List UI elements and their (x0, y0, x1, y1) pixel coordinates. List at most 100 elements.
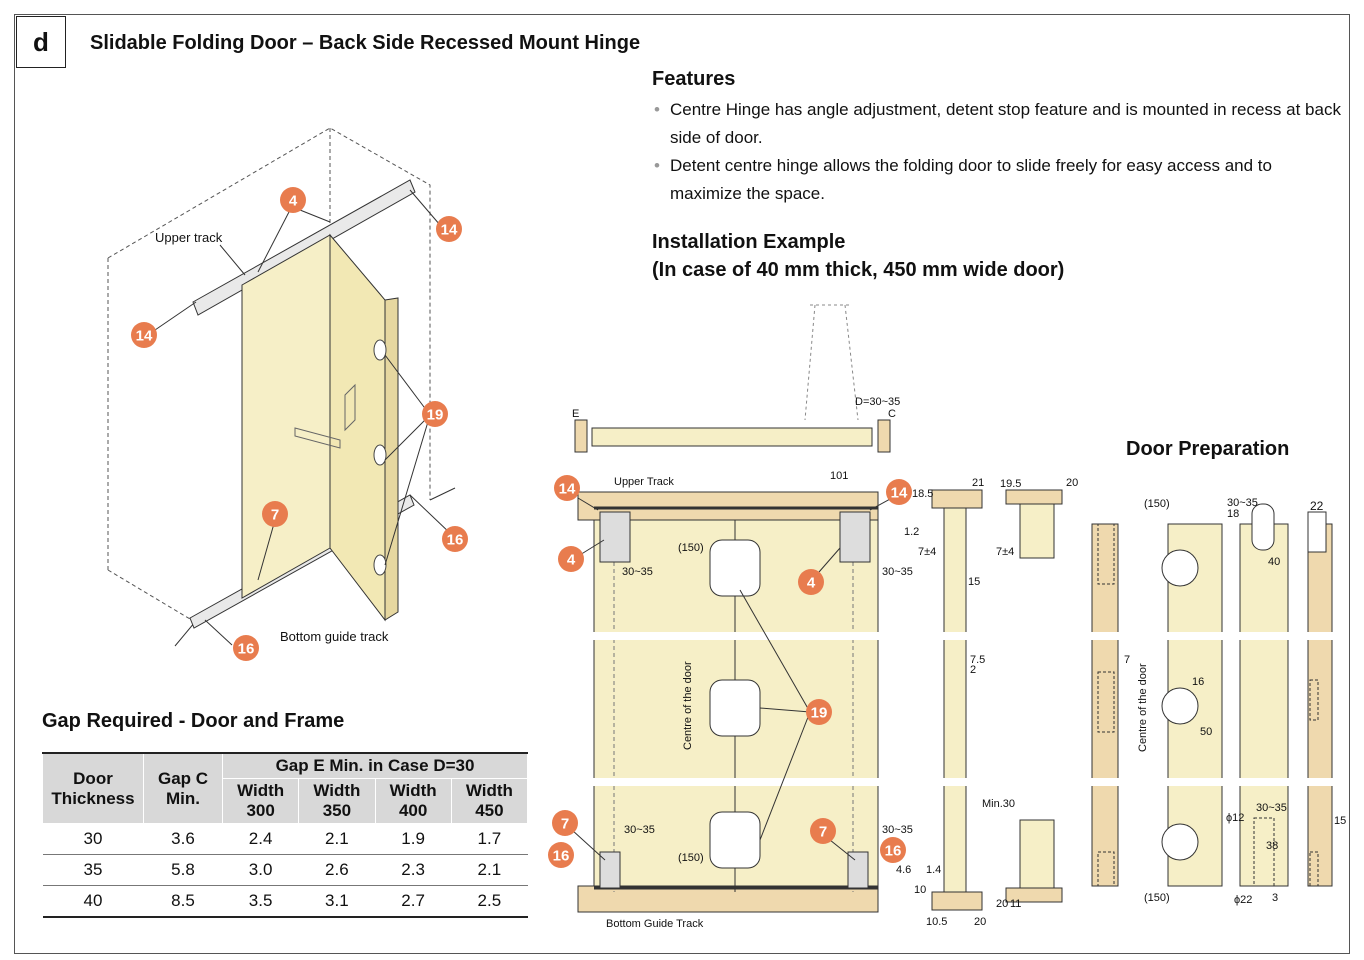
prep-dim-150: (150) (1144, 892, 1170, 904)
dim-d-range: D=30~35 (855, 396, 901, 408)
dim-21: 21 (972, 477, 985, 489)
prep-dim-40: 40 (1268, 556, 1281, 568)
table-cell: 2.4 (222, 823, 299, 855)
features-heading: Features (652, 68, 736, 90)
dim-101: 101 (830, 470, 849, 482)
dim-min30: Min.30 (982, 798, 1016, 810)
floor-line (429, 487, 456, 501)
dim-20: 20 (1066, 477, 1079, 489)
table-row: 30 3.6 2.4 2.1 1.9 1.7 (42, 823, 528, 855)
table-cell: 1.9 (375, 823, 452, 855)
break-gap (1090, 632, 1338, 640)
prep-slot (1307, 511, 1327, 553)
bottom-guide-track-label: Bottom Guide Track (606, 918, 704, 930)
prep-dim-38: 38 (1266, 840, 1279, 852)
col-group-gap-e: Gap E Min. in Case D=30 (222, 752, 528, 779)
handle-mark (344, 383, 356, 432)
table-cell: 1.7 (451, 823, 528, 855)
col-width: Width 400 (374, 778, 452, 824)
dim-30-35: 30~35 (624, 824, 655, 836)
table-cell: 2.1 (451, 854, 528, 886)
page-title: Slidable Folding Door – Back Side Recess… (90, 32, 641, 54)
prep-centre-label: Centre of the door (1137, 663, 1149, 752)
prep-dim-phi22: ϕ22 (1234, 894, 1253, 906)
dim-10: 10 (914, 884, 927, 896)
dim-11: 11 (1010, 898, 1022, 910)
prep-slot (1251, 503, 1275, 551)
table-cell: 2.1 (298, 823, 375, 855)
handle-mark (294, 427, 341, 449)
top-view-door (591, 427, 873, 447)
pivot-hardware (599, 511, 871, 889)
detail-section (1019, 499, 1055, 559)
door-panel-left (241, 234, 331, 599)
prep-dim-30-35: 30~35 (1227, 497, 1258, 509)
installation-heading-line1: Installation Example (652, 231, 846, 253)
floor-line (174, 621, 196, 647)
frame-post (574, 419, 588, 453)
dim-150: (150) (678, 852, 704, 864)
installation-drawing (571, 304, 1063, 913)
bullet-icon: • (654, 156, 660, 175)
hinge-marks (373, 339, 387, 576)
dim-15: 15 (968, 576, 981, 588)
dim-c: C (888, 408, 896, 420)
top-view-door-open (804, 304, 859, 421)
break-gap (575, 632, 885, 640)
break-gap (1090, 778, 1338, 786)
table-row: 40 8.5 3.5 3.1 2.7 2.5 (42, 885, 528, 918)
dim-1-4: 1.4 (926, 864, 942, 876)
prep-recesses (1097, 523, 1319, 887)
feature-item: • Detent centre hinge allows the folding… (652, 152, 1342, 208)
dim-18-5: 18.5 (912, 488, 934, 500)
centre-hinges (709, 539, 761, 869)
dim-30-35: 30~35 (882, 824, 913, 836)
col-width: Width 450 (450, 778, 529, 824)
prep-dim-18: 18 (1227, 508, 1240, 520)
dim-7pm4: 7±4 (918, 546, 937, 558)
table-cell: 2.5 (451, 885, 528, 918)
break-gap (930, 778, 990, 786)
section-letter: d (16, 16, 66, 68)
break-gap (930, 632, 990, 640)
dim-4-6: 4.6 (896, 864, 912, 876)
page-frame (14, 14, 1350, 954)
table-cell: 35 (42, 854, 144, 886)
dim-20: 20 (974, 916, 987, 928)
dim-10-5: 10.5 (926, 916, 948, 928)
dim-1-2: 1.2 (904, 526, 920, 538)
dim-30-35: 30~35 (882, 566, 913, 578)
prep-pin-bore (1253, 817, 1275, 887)
installation-heading: Installation Example (In case of 40 mm t… (652, 228, 1064, 284)
prep-dim-3: 3 (1272, 892, 1279, 904)
frame-bottom (577, 885, 879, 913)
installation-heading-line2: (In case of 40 mm thick, 450 mm wide doo… (652, 259, 1065, 281)
feature-text: Centre Hinge has angle adjustment, deten… (670, 100, 1341, 147)
upper-track-label: Upper Track (614, 476, 674, 488)
col-gap-c: Gap C Min. (143, 752, 223, 824)
col-width: Width 300 (221, 778, 300, 824)
prep-dim-22: 22 (1310, 499, 1324, 513)
prep-dim-15: 15 (1334, 815, 1347, 827)
table-cell: 8.5 (143, 885, 223, 918)
prep-dim-7: 7 (1124, 654, 1131, 666)
door-preparation-drawing (1090, 503, 1338, 887)
dim-e: E (572, 408, 580, 420)
door-preparation-heading: Door Preparation (1126, 438, 1290, 460)
col-door-thickness: Door Thickness (42, 752, 144, 824)
dim-7pm4: 7±4 (996, 546, 1015, 558)
upper-track-label: Upper track (155, 230, 223, 245)
table-cell: 2.3 (375, 854, 452, 886)
frame-post (877, 419, 891, 453)
detail-section (1019, 819, 1055, 891)
features-list: • Centre Hinge has angle adjustment, det… (652, 96, 1342, 208)
table-cell: 3.0 (222, 854, 299, 886)
table-row: 35 5.8 3.0 2.6 2.3 2.1 (42, 854, 528, 886)
gap-table: Door Thickness Gap C Min. Gap E Min. in … (42, 752, 529, 918)
table-cell: 3.6 (143, 823, 223, 855)
feature-item: • Centre Hinge has angle adjustment, det… (652, 96, 1342, 152)
table-cell: 30 (42, 823, 144, 855)
col-width: Width 350 (298, 778, 376, 824)
break-gap (575, 778, 885, 786)
